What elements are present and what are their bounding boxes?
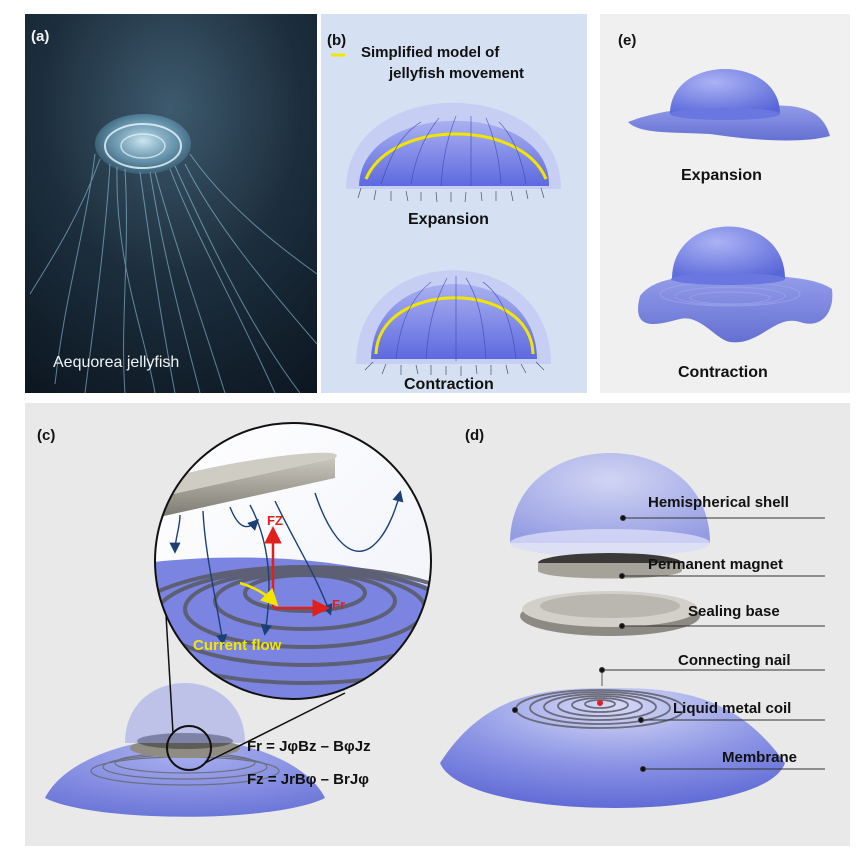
panel-a: (a) Aequorea jellyfish: [25, 14, 317, 393]
robot-assembled: [45, 683, 325, 817]
expansion-label-b: Expansion: [408, 211, 489, 228]
panel-e-drawing: [628, 69, 833, 343]
zoom-circle: [154, 422, 432, 700]
panel-a-caption: Aequorea jellyfish: [53, 354, 180, 371]
panel-cd: (c) FZ Fr Current flow Fr = JφBz – BφJz …: [25, 403, 850, 846]
jellyfish-photo: [25, 14, 317, 393]
fz-label: FZ: [267, 513, 283, 528]
panel-a-label: (a): [31, 28, 50, 45]
current-flow-label: Current flow: [193, 637, 282, 654]
label-connecting-nail: Connecting nail: [678, 652, 791, 669]
panel-e: (e) Expansion Contraction: [600, 14, 850, 393]
exploded-view: [440, 453, 825, 808]
bell-expansion: [346, 102, 561, 203]
robot-expansion: [628, 69, 830, 141]
part-coil: [515, 689, 685, 729]
panel-b-drawing: [331, 53, 561, 376]
part-shell: [510, 453, 710, 543]
expansion-label-e: Expansion: [681, 167, 762, 184]
label-sealing-base: Sealing base: [688, 603, 780, 620]
label-hemispherical-shell: Hemispherical shell: [648, 494, 789, 511]
model-line-contraction: [374, 296, 535, 355]
robot-contraction: [638, 226, 833, 343]
label-permanent-magnet: Permanent magnet: [648, 556, 784, 573]
contraction-label-b: Contraction: [404, 376, 494, 393]
panel-c-label: (c): [37, 427, 56, 444]
equation-fr: Fr = JφBz – BφJz: [247, 738, 371, 755]
contraction-label-e: Contraction: [678, 364, 768, 381]
panel-cd-drawing: [45, 422, 825, 817]
equation-fz: Fz = JrBφ – BrJφ: [247, 771, 369, 788]
fr-label: Fr: [332, 597, 345, 612]
panel-d-label: (d): [465, 427, 485, 444]
legend-line-2: jellyfish movement: [389, 65, 525, 82]
current-arrow: [239, 581, 279, 607]
legend-line-1: Simplified model of: [361, 44, 500, 61]
label-membrane: Membrane: [722, 749, 798, 766]
label-liquid-metal-coil: Liquid metal coil: [673, 700, 792, 717]
model-line-expansion: [364, 132, 548, 180]
panel-e-label: (e): [618, 32, 637, 49]
panel-b: (b) Simplified model of jellyfish moveme…: [321, 14, 587, 393]
zoom-target-circle: [166, 725, 212, 771]
panel-b-label: (b): [327, 32, 347, 49]
bell-contraction: [356, 270, 551, 376]
